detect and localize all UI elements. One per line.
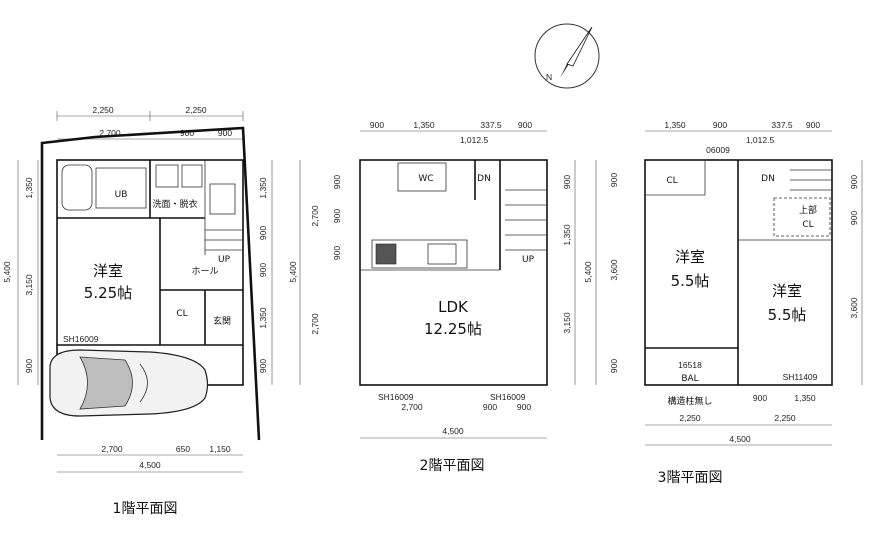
- north-label: N: [546, 72, 552, 82]
- f2-sash-right: SH16009: [490, 392, 526, 402]
- f3-dim-top3: 06009: [706, 145, 730, 155]
- f3-dim-top-b: 900: [713, 120, 727, 130]
- f3-dim-bottom-a: 900: [753, 393, 767, 403]
- f3-dim-right-a: 900: [849, 175, 859, 189]
- f1-dim-right-c: 900: [258, 263, 268, 277]
- f2-dim-bottom-a: 2,700: [401, 402, 423, 412]
- f1-caption: 1階平面図: [113, 501, 178, 517]
- f3-west2-name: 洋室: [772, 282, 802, 300]
- f2-ldk-name: LDK: [438, 298, 469, 316]
- f1-room-hall: ホール: [191, 266, 218, 277]
- f3-room-cl: CL: [666, 176, 677, 186]
- f3-dim-top2: 1,012.5: [746, 135, 775, 145]
- f3-bal: BAL: [681, 374, 698, 384]
- f2-dim-top-c: 337.5: [480, 120, 502, 130]
- f3-room-dn: DN: [761, 174, 775, 184]
- f1-dim-top2-b: 900: [180, 128, 194, 138]
- f3-upper-cl-1: 上部: [799, 204, 817, 216]
- f3-no-column: 構造柱無し: [667, 395, 712, 407]
- f3-west1-name: 洋室: [675, 248, 705, 266]
- compass: N: [534, 23, 600, 89]
- f2-dim-top-b: 1,350: [413, 120, 435, 130]
- f3-dim-left-total: 5,400: [583, 261, 593, 283]
- f1-dim-top2-a: 2,700: [99, 128, 121, 138]
- f3-upper-cl-2: CL: [802, 220, 813, 230]
- f2-dim-top2: 1,012.5: [460, 135, 489, 145]
- f1-western-size: 5.25帖: [84, 284, 132, 302]
- f3-dim-left-c: 900: [609, 359, 619, 373]
- f3-west2-size: 5.5帖: [768, 306, 807, 324]
- f1-dim-left-total: 5,400: [2, 261, 12, 283]
- f1-western-name: 洋室: [93, 262, 123, 280]
- stove-icon: [375, 243, 397, 265]
- f1-room-cl: CL: [176, 309, 187, 319]
- floor-1-plan: 2,250 2,250 2,700 900 900 5,400 1,350 3,…: [2, 105, 273, 517]
- f3-sash: SH11409: [783, 372, 818, 382]
- f1-dim-bottom-total: 4,500: [139, 460, 161, 470]
- f1-dim-right-a: 1,350: [258, 177, 268, 199]
- f1-dim-top2-c: 900: [218, 128, 232, 138]
- f2-dim-top-d: 900: [518, 120, 532, 130]
- f2-dim-right-b: 1,350: [562, 224, 572, 246]
- f3-dim-bottom2-a: 2,250: [679, 413, 701, 423]
- f3-dim-right-c: 3,600: [849, 297, 859, 319]
- f2-room-wc: WC: [418, 174, 433, 184]
- f1-room-ub: UB: [115, 190, 128, 200]
- f3-dim-top-a: 1,350: [664, 120, 686, 130]
- f2-dim-left3-c: 900: [332, 246, 342, 260]
- sink-icon: [427, 243, 457, 265]
- floor-3-plan: 1,350 900 337.5 900 1,012.5 06009 5,400 …: [583, 120, 863, 486]
- f1-room-washroom: 洗面・脱衣: [152, 198, 197, 210]
- f2-dim-left-b: 2,700: [310, 313, 320, 335]
- f2-dim-bottom-b: 900: [483, 402, 497, 412]
- f2-room-dn: DN: [477, 174, 491, 184]
- f2-dim-top-a: 900: [370, 120, 384, 130]
- f2-sash-left: SH16009: [378, 392, 414, 402]
- f3-dim-bottom2-b: 2,250: [774, 413, 796, 423]
- f1-dim-left-a: 1,350: [24, 177, 34, 199]
- f2-dim-right-c: 3,150: [562, 312, 572, 334]
- f1-dim-top-b: 2,250: [185, 105, 207, 115]
- f1-room-entrance: 玄関: [213, 315, 231, 327]
- floor-2-plan: 900 1,350 337.5 900 1,012.5 5,400 2,700 …: [288, 120, 576, 474]
- f1-dim-right-d: 1,350: [258, 307, 268, 329]
- f3-west1-size: 5.5帖: [671, 272, 710, 290]
- f1-dim-bottom-a: 2,700: [101, 444, 123, 454]
- f2-room-up: UP: [522, 255, 535, 265]
- f1-dim-right-b: 900: [258, 226, 268, 240]
- f2-dim-right-a: 900: [562, 175, 572, 189]
- f1-sash-label: SH16009: [63, 334, 99, 344]
- car-icon: [49, 349, 209, 417]
- f2-caption: 2階平面図: [420, 458, 485, 474]
- f1-dim-bottom-b: 650: [176, 444, 190, 454]
- f3-dim-top-c: 337.5: [771, 120, 793, 130]
- f3-dim-left-b: 3,600: [609, 259, 619, 281]
- f3-dim-top-d: 900: [806, 120, 820, 130]
- f1-dim-top-a: 2,250: [92, 105, 114, 115]
- f3-bal-code: 16518: [678, 360, 702, 370]
- f2-dim-bottom-total: 4,500: [442, 426, 464, 436]
- f1-dim-left-c: 900: [24, 359, 34, 373]
- f2-dim-left-a: 2,700: [310, 205, 320, 227]
- f3-dim-bottom-b: 1,350: [794, 393, 816, 403]
- f2-dim-left-total: 5,400: [288, 261, 298, 283]
- f3-dim-bottom-total: 4,500: [729, 434, 751, 444]
- f1-dim-left-b: 3,150: [24, 274, 34, 296]
- f2-ldk-size: 12.25帖: [424, 320, 482, 338]
- f2-dim-bottom-c: 900: [517, 402, 531, 412]
- f3-caption: 3階平面図: [658, 470, 723, 486]
- f1-room-up: UP: [218, 255, 231, 265]
- f3-dim-left-a: 900: [609, 173, 619, 187]
- f2-dim-left3-a: 900: [332, 175, 342, 189]
- f2-dim-left3-b: 900: [332, 209, 342, 223]
- f1-dim-right-e: 900: [258, 359, 268, 373]
- f1-dim-bottom-c: 1,150: [209, 444, 231, 454]
- f3-dim-right-b: 900: [849, 211, 859, 225]
